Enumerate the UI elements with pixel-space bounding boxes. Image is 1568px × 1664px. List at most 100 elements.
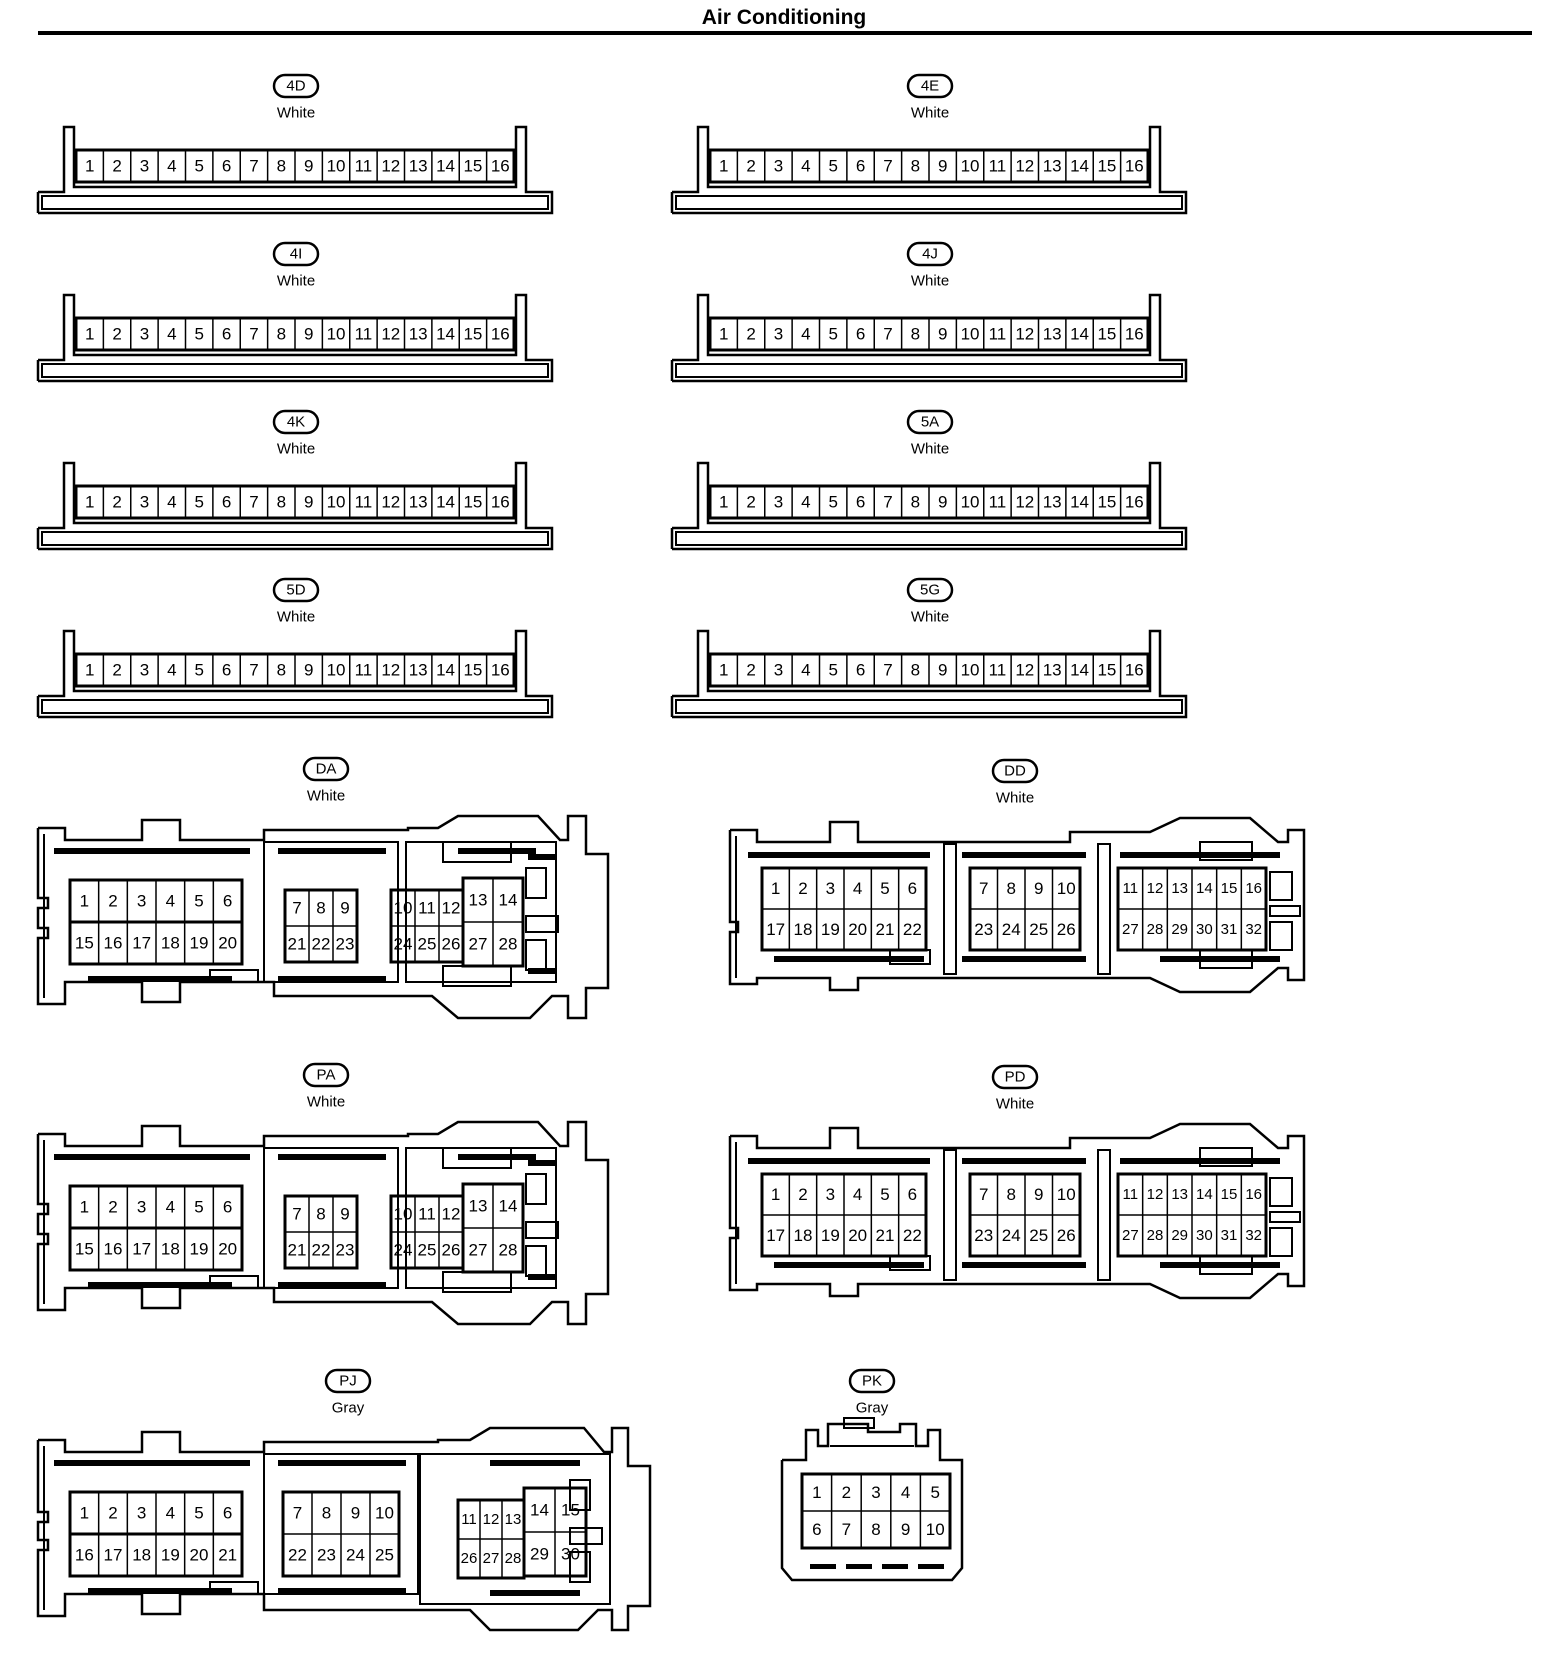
pin-14: 14 (436, 661, 455, 680)
pin-5: 5 (194, 157, 203, 176)
pin-3: 3 (774, 157, 783, 176)
pin-2: 2 (108, 1504, 117, 1523)
pin-7: 7 (883, 493, 892, 512)
connector-id-badge (906, 409, 954, 435)
pin-1: 1 (719, 661, 728, 680)
pin-32: 32 (1245, 1227, 1262, 1244)
pin-14: 14 (499, 1197, 518, 1216)
connector-color: White (307, 788, 345, 805)
pin-31: 31 (1221, 921, 1238, 938)
pin-11: 11 (418, 1205, 436, 1224)
pin-1: 1 (85, 325, 94, 344)
connector-color: White (996, 1096, 1034, 1113)
pin-15: 15 (75, 934, 94, 953)
pin-1: 1 (771, 879, 780, 898)
pin-11: 11 (989, 493, 1007, 512)
pin-12: 12 (381, 661, 400, 680)
connector-id-badge (906, 241, 954, 267)
pin-2: 2 (112, 493, 121, 512)
pin-4: 4 (853, 879, 862, 898)
pin-10: 10 (375, 1504, 394, 1523)
connector-id-badge (906, 577, 954, 603)
pin-9: 9 (1034, 879, 1043, 898)
connector-id: DD (1004, 763, 1026, 780)
pin-25: 25 (418, 935, 437, 954)
pin-6: 6 (856, 325, 865, 344)
pin-4: 4 (167, 157, 176, 176)
pin-4: 4 (166, 892, 175, 911)
pin-7: 7 (842, 1520, 851, 1539)
connector-color: White (911, 609, 949, 626)
pin-17: 17 (104, 1546, 123, 1565)
pin-6: 6 (222, 661, 231, 680)
pin-14: 14 (1070, 325, 1089, 344)
pin-1: 1 (719, 493, 728, 512)
connector-id-badge (991, 1064, 1039, 1090)
pin-16: 16 (104, 934, 123, 953)
pin-19: 19 (821, 920, 840, 939)
pin-6: 6 (223, 1504, 232, 1523)
pin-13: 13 (409, 157, 428, 176)
pin-5: 5 (194, 1504, 203, 1523)
pin-6: 6 (856, 661, 865, 680)
pin-5: 5 (828, 661, 837, 680)
pin-4: 4 (801, 661, 810, 680)
title-rule (38, 31, 1532, 35)
pin-9: 9 (304, 157, 313, 176)
pin-26: 26 (442, 1241, 461, 1260)
pin-6: 6 (908, 879, 917, 898)
pin-1: 1 (719, 325, 728, 344)
pin-11: 11 (355, 493, 373, 512)
pin-11: 11 (989, 157, 1007, 176)
pin-20: 20 (218, 1240, 237, 1259)
pin-23: 23 (974, 920, 993, 939)
pin-1: 1 (80, 1504, 89, 1523)
pin-7: 7 (293, 1504, 302, 1523)
pin-16: 16 (75, 1546, 94, 1565)
pin-24: 24 (1002, 1226, 1021, 1245)
pin-17: 17 (766, 1226, 785, 1245)
pin-6: 6 (223, 892, 232, 911)
pin-13: 13 (1043, 325, 1062, 344)
pin-9: 9 (1034, 1185, 1043, 1204)
connector-id-badge (272, 241, 320, 267)
connector-color: White (277, 105, 315, 122)
pin-10: 10 (1057, 879, 1076, 898)
pin-15: 15 (463, 661, 482, 680)
pin-26: 26 (1057, 1226, 1076, 1245)
connector-color: White (911, 105, 949, 122)
pin-1: 1 (80, 1198, 89, 1217)
pin-3: 3 (826, 879, 835, 898)
pin-9: 9 (938, 157, 947, 176)
pin-1: 1 (771, 1185, 780, 1204)
pin-24: 24 (394, 935, 413, 954)
pin-2: 2 (842, 1483, 851, 1502)
pin-2: 2 (108, 892, 117, 911)
pin-7: 7 (979, 879, 988, 898)
connector-color: White (277, 273, 315, 290)
pin-1: 1 (812, 1483, 821, 1502)
pin-6: 6 (856, 157, 865, 176)
pin-15: 15 (463, 325, 482, 344)
pin-8: 8 (322, 1504, 331, 1523)
pin-12: 12 (1015, 661, 1034, 680)
pin-17: 17 (132, 1240, 151, 1259)
pin-4: 4 (801, 157, 810, 176)
pin-9: 9 (304, 493, 313, 512)
pin-2: 2 (112, 157, 121, 176)
pin-13: 13 (1043, 157, 1062, 176)
pin-10: 10 (327, 493, 346, 512)
pin-4: 4 (167, 661, 176, 680)
pin-22: 22 (903, 920, 922, 939)
pin-2: 2 (746, 661, 755, 680)
pin-12: 12 (381, 493, 400, 512)
pin-21: 21 (288, 935, 307, 954)
pin-22: 22 (312, 935, 331, 954)
pin-9: 9 (938, 325, 947, 344)
